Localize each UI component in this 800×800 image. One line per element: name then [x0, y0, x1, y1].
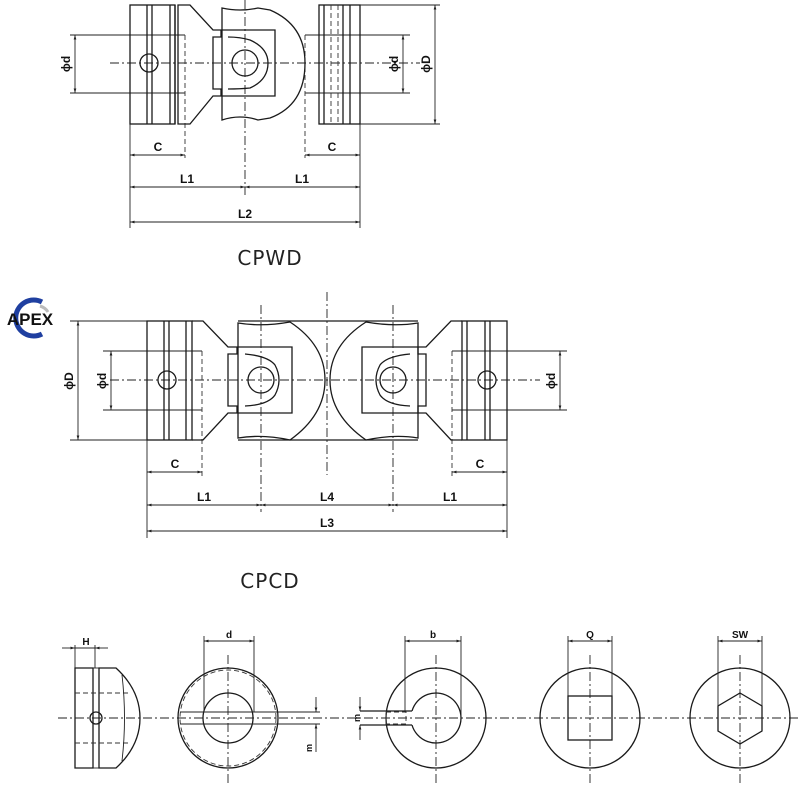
dim-l1-left: L1 — [180, 172, 194, 186]
dim-c-left: C — [171, 457, 180, 471]
hex-bore: SW — [689, 630, 791, 783]
dim-c-right: C — [476, 457, 485, 471]
dim-phi-d-left: ϕd — [95, 373, 109, 389]
dim-phi-d-right: ϕd — [387, 56, 401, 72]
hub-side-view: H — [62, 637, 141, 769]
dim-m: m — [304, 744, 314, 752]
dim-d: d — [226, 630, 232, 641]
dim-l3: L3 — [320, 516, 334, 530]
dim-phi-d-right: ϕd — [544, 373, 558, 389]
left-hub — [146, 320, 238, 441]
dim-l1-right: L1 — [295, 172, 309, 186]
dim-phi-D: ϕD — [419, 55, 433, 73]
left-hub — [129, 4, 222, 125]
dim-q: Q — [586, 630, 594, 641]
center-yoke — [221, 7, 306, 121]
dim-l1-right: L1 — [443, 490, 457, 504]
setscrew-hole — [139, 53, 159, 73]
logo-text: APEX — [7, 310, 54, 329]
center-double-yoke — [237, 320, 419, 441]
dim-l4: L4 — [320, 490, 334, 504]
dim-h: H — [82, 637, 89, 648]
dim-c-right: C — [328, 140, 337, 154]
dim-c-left: C — [154, 140, 163, 154]
right-hub — [318, 4, 361, 125]
dim-phi-d-left: ϕd — [59, 56, 73, 72]
round-bore-setscrew: d m — [177, 630, 320, 783]
dim-m: m — [352, 714, 362, 722]
dim-b: b — [430, 630, 436, 641]
cpcd-title: CPCD — [240, 569, 299, 593]
cpcd-double-joint-drawing: ϕD ϕd ϕd C C L1 L4 L1 L3 — [62, 292, 567, 538]
right-hub — [417, 320, 508, 441]
dim-l2: L2 — [238, 207, 252, 221]
square-bore: Q — [539, 630, 641, 783]
apex-logo: APEX — [7, 297, 54, 339]
dim-sw: SW — [732, 630, 749, 641]
dim-l1-left: L1 — [197, 490, 211, 504]
cpwd-title: CPWD — [237, 246, 302, 270]
dim-phi-D: ϕD — [62, 372, 76, 390]
bore-types-row: H d m b m — [58, 630, 800, 783]
cpwd-single-joint-drawing: ϕd ϕd ϕD C C L1 L1 L2 — [59, 0, 440, 228]
keyway-bore: b m — [352, 630, 487, 783]
